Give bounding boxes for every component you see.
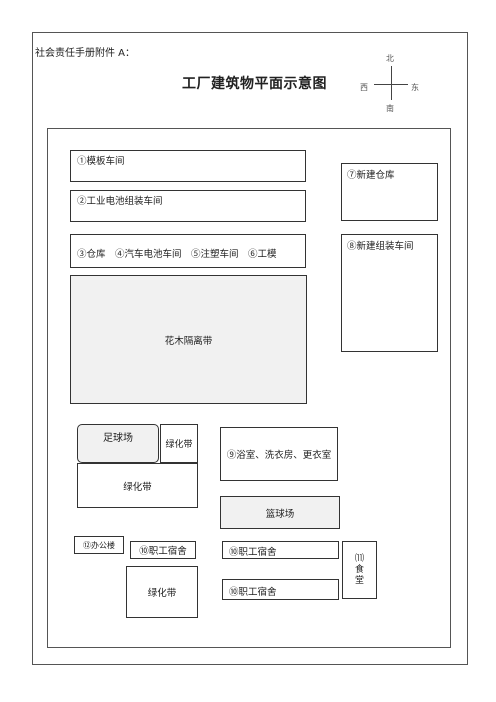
compass-south-label: 南: [386, 104, 394, 113]
building-warehouse-row: ③仓库 ④汽车电池车间 ⑤注塑车间 ⑥工模: [70, 234, 306, 268]
area-label: 绿化带: [147, 588, 177, 599]
basketball-court: 篮球场: [220, 496, 340, 529]
building-new-assembly-workshop: ⑧新建组装车间: [341, 234, 438, 352]
page-frame: [32, 32, 468, 665]
compass-west-label: 西: [360, 83, 368, 92]
compass-east-label: 东: [411, 83, 419, 92]
compass-north-label: 北: [386, 54, 394, 63]
site-boundary: [47, 128, 451, 648]
canteen-number: ⑾: [354, 553, 364, 564]
canteen-char-1: 食: [354, 564, 364, 575]
green-belt-small: 绿化带: [160, 424, 198, 463]
area-label: 花木隔离带: [164, 335, 213, 347]
building-staff-dorm-c: ⑩职工宿舍: [222, 579, 339, 600]
building-new-warehouse: ⑦新建仓库: [341, 163, 438, 221]
canteen-char-2: 堂: [354, 575, 364, 586]
building-battery-assembly-workshop: ②工业电池组装车间: [70, 190, 306, 222]
compass-ns-line: [391, 66, 392, 100]
building-bathroom-laundry: ⑨浴室、洗衣房、更衣室: [220, 427, 338, 481]
building-label: ①模板车间: [77, 156, 125, 167]
football-field: 足球场: [77, 424, 159, 463]
green-belt-mid: 绿化带: [77, 463, 198, 508]
area-label: 绿化带: [165, 440, 193, 450]
building-label: ③仓库 ④汽车电池车间 ⑤注塑车间 ⑥工模: [77, 249, 277, 260]
building-label: ⑩职工宿舍: [229, 547, 277, 558]
building-label: ⑩职工宿舍: [229, 587, 277, 598]
header-note: 社会责任手册附件 A：: [35, 48, 136, 59]
building-label: ⑦新建仓库: [347, 170, 395, 181]
green-belt-bottom: 绿化带: [126, 566, 198, 618]
building-canteen: ⑾ 食 堂: [342, 541, 377, 599]
page-title: 工厂建筑物平面示意图: [182, 76, 327, 92]
area-label: 篮球场: [265, 508, 295, 520]
building-office: ⑫办公楼: [74, 536, 124, 554]
building-label: ⑧新建组装车间: [347, 241, 414, 252]
building-template-workshop: ①模板车间: [70, 150, 306, 182]
building-staff-dorm-a: ⑩职工宿舍: [130, 541, 196, 559]
building-label: ⑫办公楼: [83, 540, 115, 550]
area-label: 绿化带: [123, 481, 152, 493]
area-label: 足球场: [103, 433, 133, 444]
building-label: ⑩职工宿舍: [139, 546, 187, 557]
compass-ew-line: [374, 84, 408, 85]
building-staff-dorm-b: ⑩职工宿舍: [222, 541, 339, 559]
building-label: ②工业电池组装车间: [77, 196, 163, 207]
flower-isolation-belt: 花木隔离带: [70, 275, 307, 404]
building-label: ⑨浴室、洗衣房、更衣室: [226, 450, 332, 461]
